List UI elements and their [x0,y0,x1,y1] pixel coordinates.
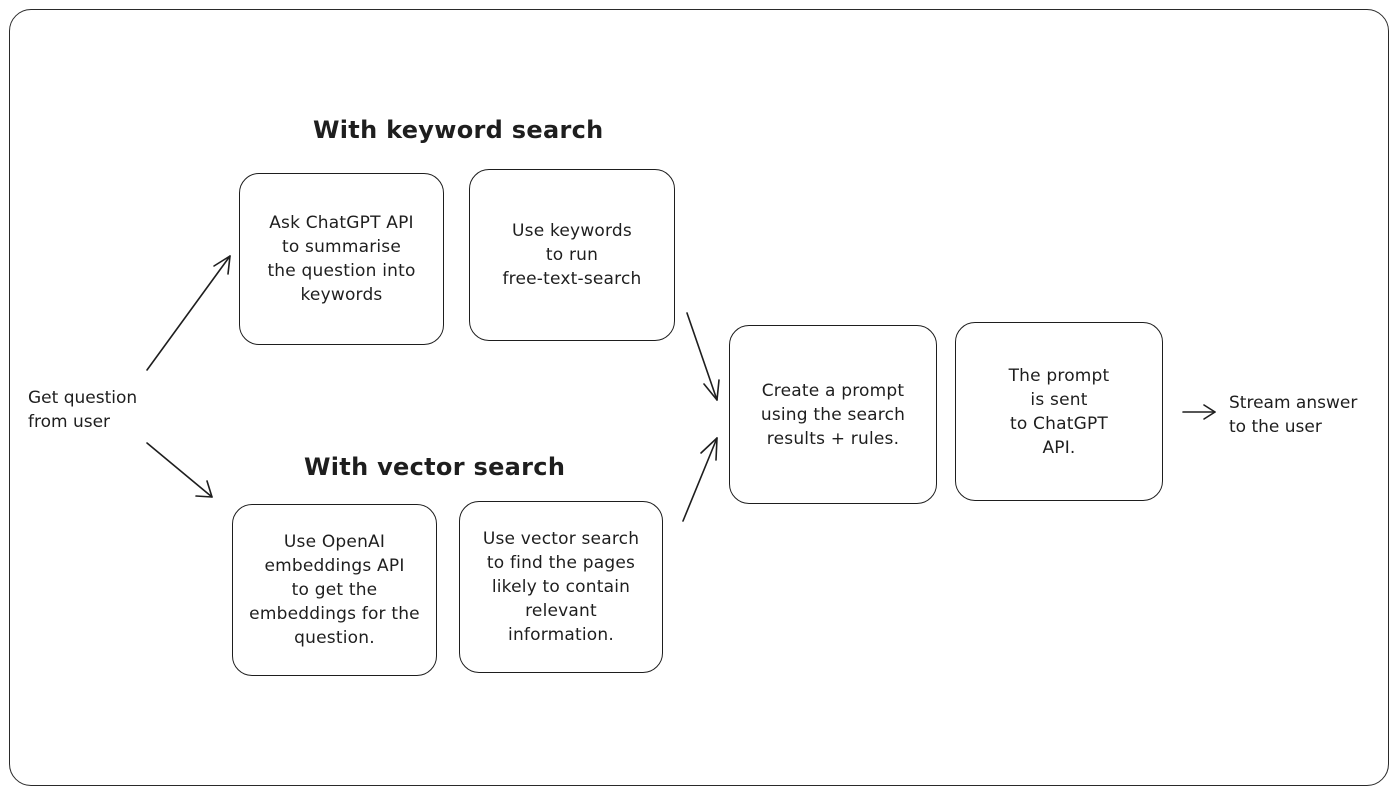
step-create-prompt: Create a prompt using the search results… [729,325,937,504]
canvas-frame [9,9,1389,786]
start-label: Get question from user [28,388,138,432]
end-label: Stream answer to the user [1229,393,1358,437]
step-free-text-search-text: Use keywords to run free-text-search [502,221,642,289]
heading-vector-search: With vector search [304,453,566,481]
heading-keyword-search: With keyword search [313,116,604,144]
step-summarise-keywords: Ask ChatGPT API to summarise the questio… [239,173,444,345]
step-summarise-keywords-text: Ask ChatGPT API to summarise the questio… [267,213,416,305]
step-free-text-search: Use keywords to run free-text-search [469,169,675,341]
step-openai-embeddings-text: Use OpenAI embeddings API to get the emb… [249,532,420,648]
step-create-prompt-text: Create a prompt using the search results… [760,380,906,449]
step-vector-search-text: Use vector search to find the pages like… [482,529,640,645]
step-openai-embeddings: Use OpenAI embeddings API to get the emb… [232,504,437,676]
step-send-to-chatgpt-text: The prompt is sent to ChatGPT API. [1008,365,1110,458]
step-vector-search: Use vector search to find the pages like… [459,501,663,673]
step-send-to-chatgpt: The prompt is sent to ChatGPT API. [955,322,1163,501]
